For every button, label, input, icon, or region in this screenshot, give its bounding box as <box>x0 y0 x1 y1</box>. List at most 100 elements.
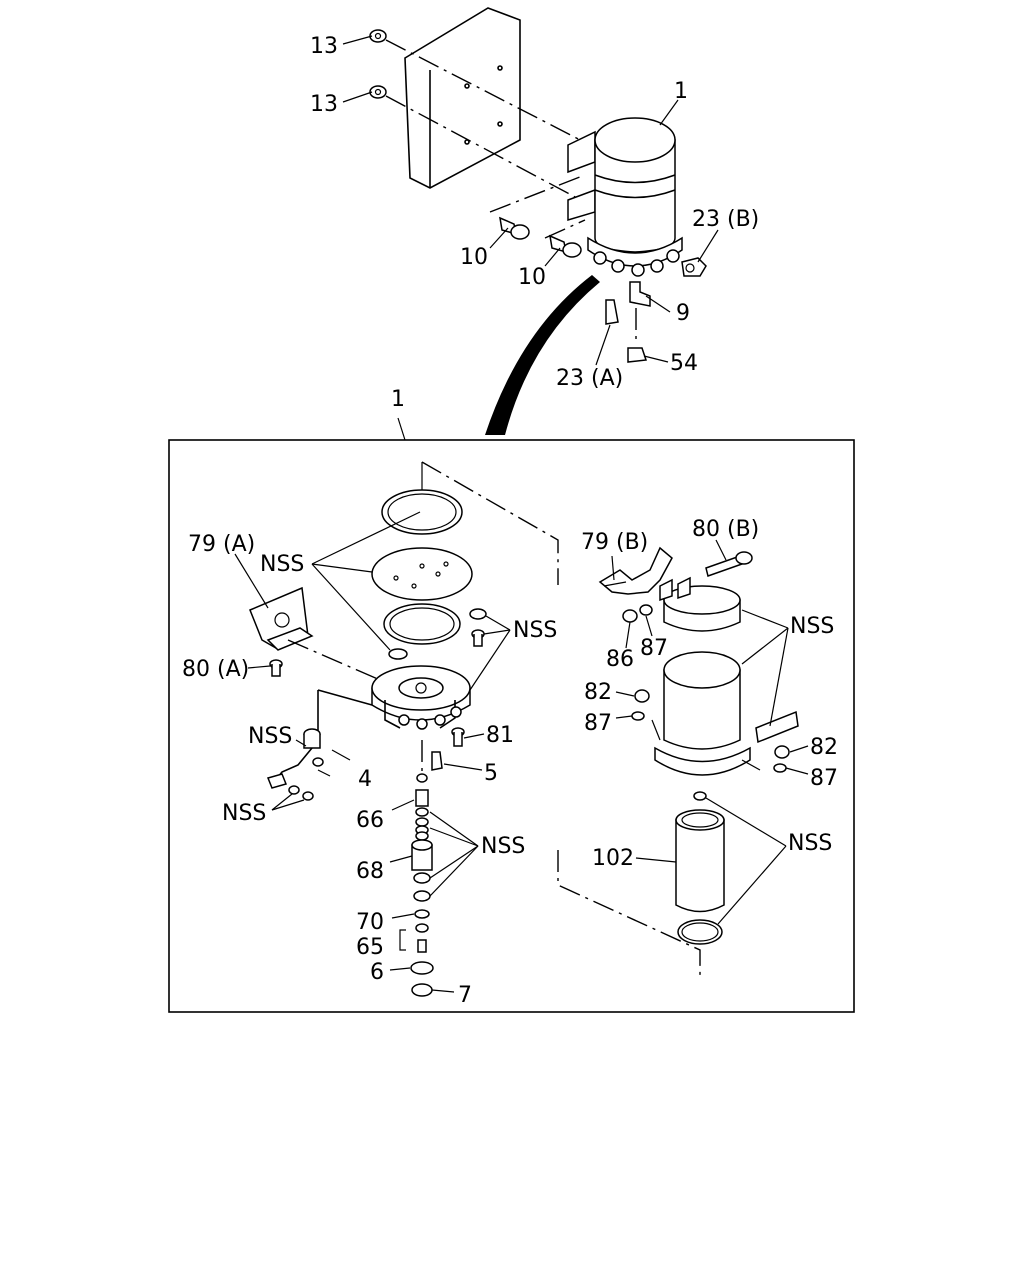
housing-base <box>371 665 471 730</box>
leader-87b <box>615 715 633 719</box>
mounting-bracket-panel <box>404 7 521 189</box>
filter-assembly-top <box>567 117 683 277</box>
fastener-axis-lower <box>385 95 591 206</box>
nut-82-left <box>634 689 650 703</box>
leader-23a <box>595 324 611 366</box>
bolt-80a <box>269 659 283 677</box>
leader-nss6-c <box>769 627 789 727</box>
leader-nss1-a <box>311 511 421 565</box>
label-68: 68 <box>356 859 384 884</box>
elbow-9 <box>629 281 651 307</box>
leader-nss2-c <box>483 629 511 635</box>
leader-13b <box>342 91 373 103</box>
leader-1top <box>659 99 679 126</box>
nut-13-upper <box>369 29 387 43</box>
leader-nss6-a <box>741 609 789 629</box>
leader-1box <box>397 417 406 441</box>
label-54: 54 <box>670 351 698 376</box>
leader-79b <box>611 555 615 581</box>
leader-23b <box>697 229 719 263</box>
leader-70 <box>391 913 415 919</box>
screw-81 <box>451 727 465 747</box>
label-13-upper: 13 <box>310 34 338 59</box>
leader-54 <box>643 355 669 363</box>
leader-87c <box>785 767 809 775</box>
screw-nss-top <box>469 608 487 647</box>
label-66: 66 <box>356 808 384 833</box>
label-nss-sensor-bolts: NSS <box>222 801 266 826</box>
leader-7 <box>431 989 455 993</box>
label-9: 9 <box>676 301 690 326</box>
elbow-23b <box>681 257 707 277</box>
label-80b: 80 (B) <box>692 517 759 542</box>
label-nss-canister: NSS <box>790 614 834 639</box>
bolt-80b <box>705 551 753 577</box>
valve-5 <box>431 751 443 771</box>
label-65: 65 <box>356 935 384 960</box>
leader-5 <box>443 763 483 771</box>
leader-nss2-a <box>469 629 511 691</box>
label-4: 4 <box>358 767 372 792</box>
label-86: 86 <box>606 647 634 672</box>
label-82-right: 82 <box>810 735 838 760</box>
nut-82-right <box>774 745 790 759</box>
fitting-54 <box>627 347 648 363</box>
label-6: 6 <box>370 960 384 985</box>
bolt-10-left <box>499 216 530 240</box>
label-70: 70 <box>356 910 384 935</box>
bolt-10-right <box>549 234 582 258</box>
bolt-axis-b <box>544 219 586 239</box>
filter-element-102 <box>675 809 725 913</box>
fastener-axis-upper <box>385 39 591 146</box>
bracket-65 <box>399 929 406 951</box>
leader-6 <box>389 967 411 971</box>
filter-canister <box>654 651 799 776</box>
assembly-line-right <box>557 850 701 975</box>
label-13-lower: 13 <box>310 92 338 117</box>
washer-87-top <box>639 604 653 616</box>
label-23b: 23 (B) <box>692 207 759 232</box>
nut-86 <box>622 609 638 623</box>
seal-top <box>416 773 428 783</box>
label-80a: 80 (A) <box>182 657 249 682</box>
washer-87-right <box>773 763 787 773</box>
leader-9 <box>645 295 671 313</box>
leader-nss6-b <box>741 627 789 665</box>
bolt-axis-a <box>489 174 586 213</box>
label-nss-element: NSS <box>788 831 832 856</box>
label-102: 102 <box>592 846 634 871</box>
washer-87-left <box>631 711 645 721</box>
label-nss-gasket: NSS <box>260 552 304 577</box>
o-ring-top <box>381 489 463 535</box>
leader-nss7-b <box>717 845 787 925</box>
leader-81 <box>463 733 485 739</box>
leader-canister-left <box>651 719 661 741</box>
o-ring-bottom <box>677 919 723 945</box>
fitting-23a <box>605 299 619 325</box>
leader-68 <box>389 855 413 863</box>
label-1-top: 1 <box>674 79 688 104</box>
element-top-seal <box>693 791 707 801</box>
leader-4 <box>317 769 331 777</box>
leader-nss4-b <box>271 799 305 811</box>
leader-10a <box>489 227 509 249</box>
label-nss-stack: NSS <box>481 834 525 859</box>
leader-102 <box>635 857 677 863</box>
leader-nss5-a <box>429 811 479 847</box>
nut-13-lower <box>369 85 387 99</box>
label-87-top: 87 <box>640 636 668 661</box>
valve-stack <box>410 773 434 997</box>
leader-80b <box>715 539 727 561</box>
label-10-left: 10 <box>460 245 488 270</box>
leader-nss2-b <box>485 615 511 631</box>
label-82-left: 82 <box>584 680 612 705</box>
label-81: 81 <box>486 723 514 748</box>
diaphragm-plate <box>371 547 473 601</box>
leader-nss5-d <box>429 845 479 897</box>
label-23a: 23 (A) <box>556 366 623 391</box>
leader-canister-right <box>741 759 761 771</box>
leader-80a <box>247 665 271 669</box>
bracket-79a-axis <box>287 639 381 681</box>
leader-82a <box>615 691 635 697</box>
